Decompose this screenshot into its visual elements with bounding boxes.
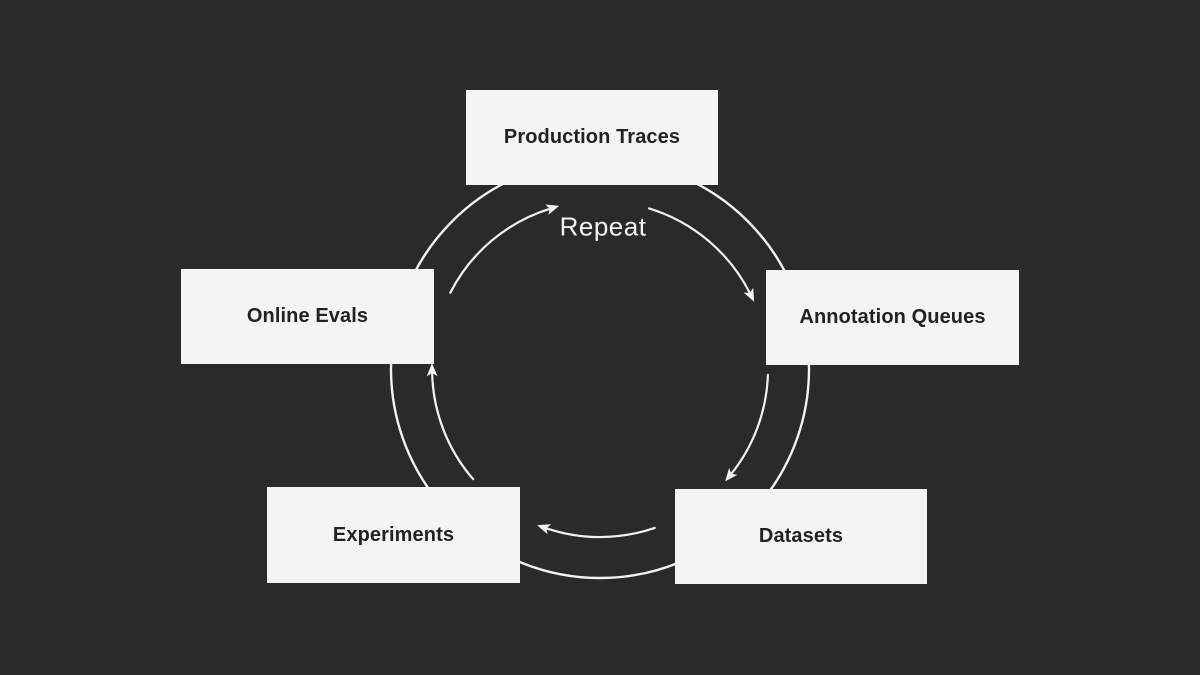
node-online-evals: Online Evals	[181, 269, 434, 364]
node-annotation-queues-label: Annotation Queues	[799, 306, 986, 328]
node-experiments: Experiments	[267, 487, 520, 583]
arrow-production-traces-to-annotation-queues-icon	[648, 207, 755, 302]
node-experiments-label: Experiments	[332, 523, 455, 546]
node-online-evals-label: Online Evals	[246, 305, 369, 327]
node-production-traces-label: Production Traces	[503, 126, 681, 148]
arrow-online-evals-to-repeat-icon	[449, 204, 560, 294]
arrow-experiments-to-online-evals-icon	[426, 363, 475, 481]
arrow-datasets-to-experiments-icon	[537, 524, 656, 539]
repeat-label: Repeat	[559, 211, 647, 242]
node-datasets: Datasets	[675, 489, 927, 584]
node-annotation-queues: Annotation Queues	[766, 270, 1019, 365]
node-datasets-label: Datasets	[758, 525, 844, 547]
arrow-annotation-queues-to-datasets-icon	[725, 373, 769, 482]
node-production-traces: Production Traces	[466, 90, 718, 185]
